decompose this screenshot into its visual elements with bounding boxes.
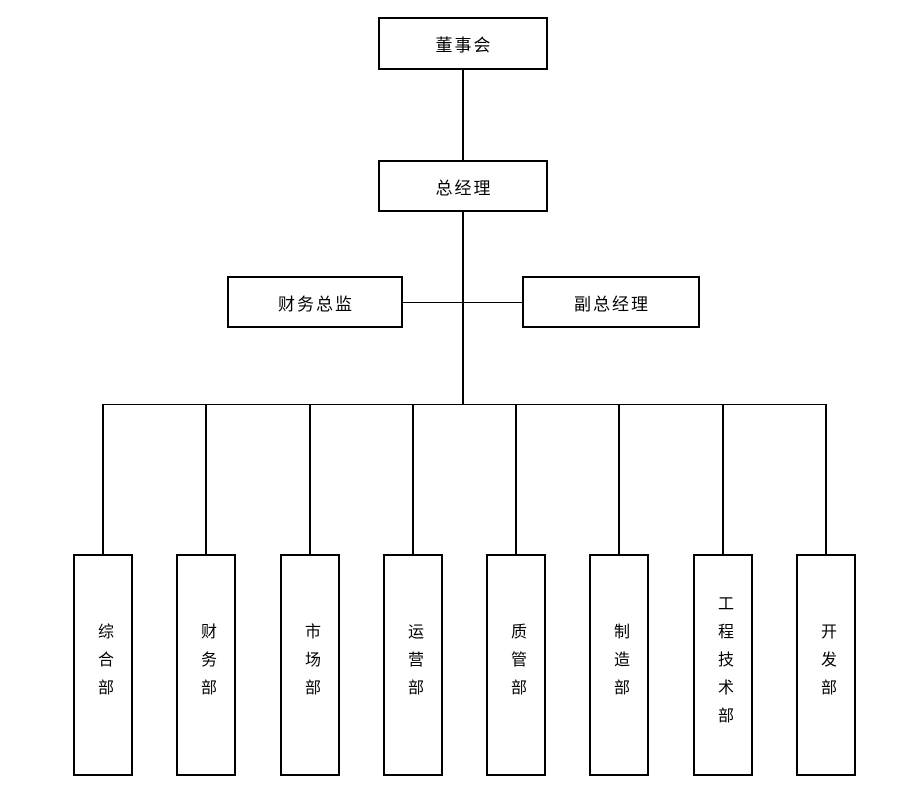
org-node-label: 财务总监	[278, 294, 354, 314]
connector-drop-6	[618, 404, 620, 554]
connector-gm-trunk	[462, 212, 464, 405]
org-node-deputy-general-manager: 副总经理	[522, 276, 700, 328]
connector-drop-1	[102, 404, 104, 554]
org-node-dept-finance: 财务部	[176, 554, 236, 776]
org-node-dept-engineering-technology: 工程技术部	[693, 554, 753, 776]
connector-drop-4	[412, 404, 414, 554]
connector-drop-5	[515, 404, 517, 554]
connector-drop-7	[722, 404, 724, 554]
org-node-label: 董事会	[435, 36, 493, 55]
connector-distribution-bus	[103, 404, 827, 405]
org-node-label: 运营部	[405, 623, 422, 707]
org-node-dept-development: 开发部	[796, 554, 856, 776]
org-node-dept-manufacturing: 制造部	[589, 554, 649, 776]
connector-drop-8	[825, 404, 827, 554]
org-node-dept-quality: 质管部	[486, 554, 546, 776]
org-node-dept-general: 综合部	[73, 554, 133, 776]
org-node-label: 质管部	[508, 623, 525, 707]
org-node-label: 开发部	[818, 623, 835, 707]
connector-board-to-gm	[462, 70, 464, 160]
org-node-label: 财务部	[198, 623, 215, 707]
org-node-dept-marketing: 市场部	[280, 554, 340, 776]
org-node-general-manager: 总经理	[378, 160, 548, 212]
org-node-board-of-directors: 董事会	[378, 17, 548, 70]
org-node-label: 工程技术部	[715, 595, 732, 735]
org-node-label: 总经理	[435, 178, 493, 198]
connector-drop-2	[205, 404, 207, 554]
org-node-finance-director: 财务总监	[227, 276, 403, 328]
org-node-label: 副总经理	[574, 294, 650, 314]
org-node-label: 综合部	[95, 623, 112, 707]
connector-drop-3	[309, 404, 311, 554]
org-node-label: 制造部	[611, 623, 628, 707]
org-node-label: 市场部	[302, 623, 319, 707]
org-node-dept-operations: 运营部	[383, 554, 443, 776]
connector-cfo-to-deputy	[403, 302, 522, 303]
